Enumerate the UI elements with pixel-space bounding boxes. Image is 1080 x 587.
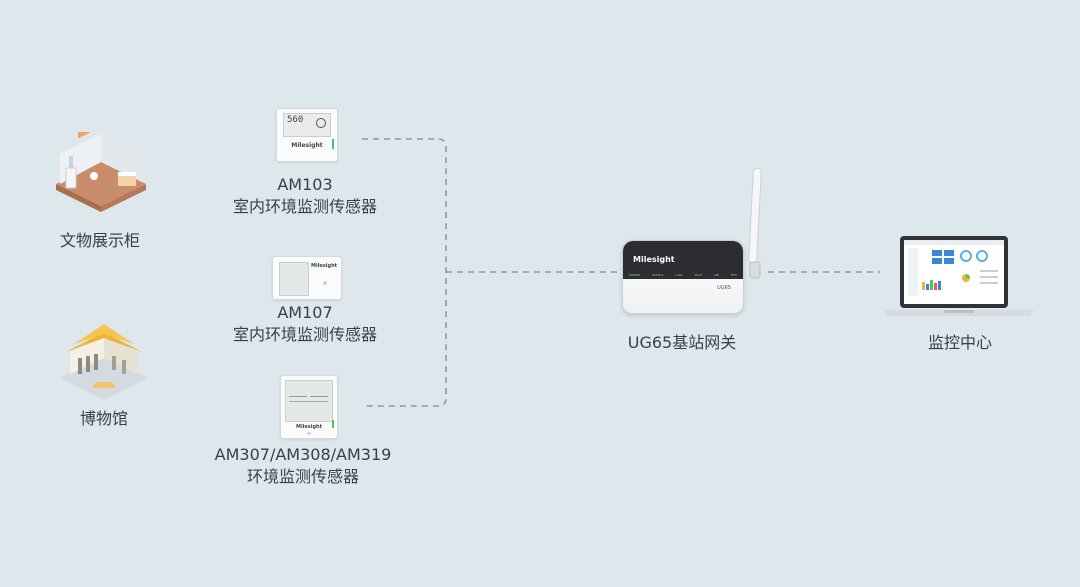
am3xx-sensor-dot <box>307 432 311 435</box>
gateway-device: Milesight POWER STATUS LoRa Wi-Fi LTE ET… <box>622 240 744 314</box>
gateway-label: UG65基站网关 <box>627 333 737 352</box>
am103-status-led <box>332 139 334 149</box>
am103-screen: 560 <box>283 113 331 137</box>
am3xx-desc-label: 环境监测传感器 <box>246 467 359 486</box>
am3xx-model-label: AM307/AM308/AM319 <box>214 445 392 464</box>
sensor-am3xx-device: Milesight <box>280 375 338 439</box>
am3xx-status-led <box>332 420 334 428</box>
sensor-am103-device: 560 Milesight <box>276 108 338 162</box>
am107-desc-label: 室内环境监测传感器 <box>232 325 377 344</box>
gateway-antenna <box>748 167 762 280</box>
gateway-top-panel: Milesight POWER STATUS LoRa Wi-Fi LTE ET… <box>623 241 743 279</box>
am103-face-icon <box>316 118 326 128</box>
sensor-am107-device: Milesight <box>272 256 342 300</box>
exhibit-room-illustration <box>46 122 156 222</box>
am3xx-screen <box>285 380 333 422</box>
monitor-label: 监控中心 <box>927 333 992 352</box>
monitor-laptop <box>884 236 1034 322</box>
am103-desc-label: 室内环境监测传感器 <box>232 197 377 216</box>
am103-model-label: AM103 <box>277 175 333 194</box>
am107-model-label: AM107 <box>277 303 333 322</box>
museum-label: 博物馆 <box>79 409 128 428</box>
exhibit-label: 文物展示柜 <box>59 231 140 250</box>
gateway-indicator-row: POWER STATUS LoRa Wi-Fi LTE ETH <box>629 273 737 277</box>
museum-illustration <box>56 318 152 404</box>
am107-sensor-dot <box>323 281 327 285</box>
am107-screen <box>279 262 309 296</box>
